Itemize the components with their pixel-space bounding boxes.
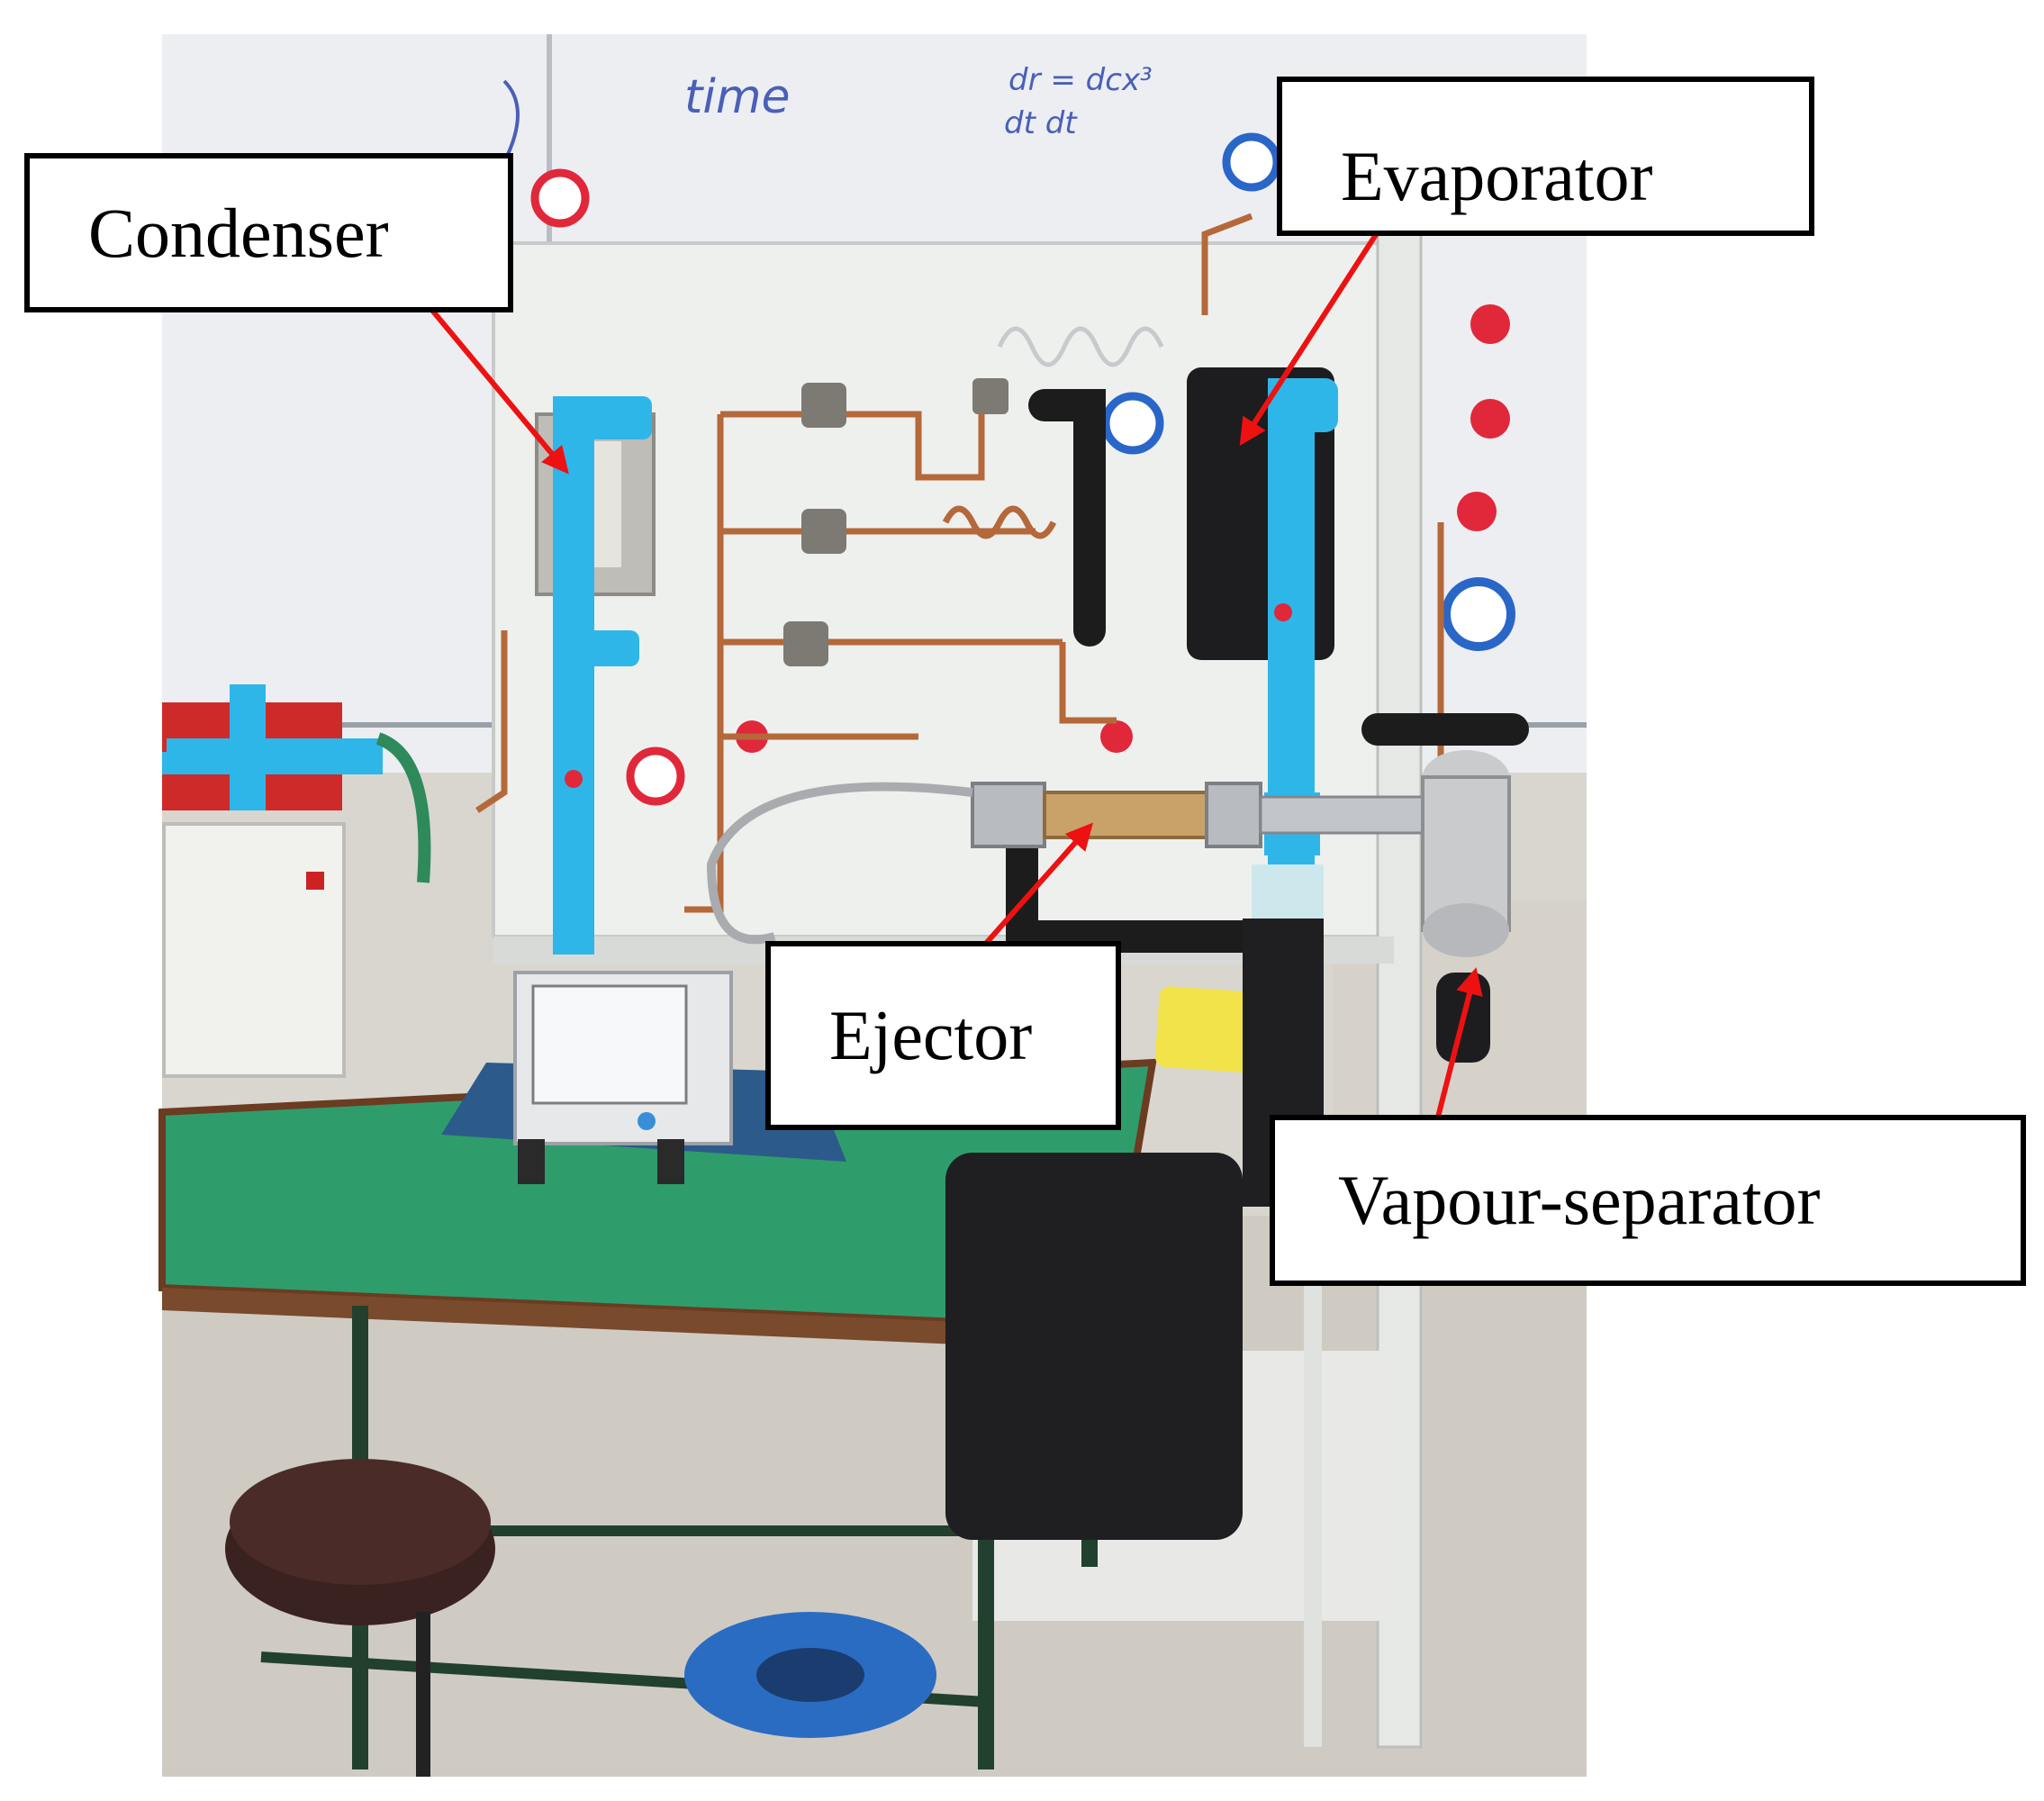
condenser-label-text: Condenser bbox=[88, 193, 389, 272]
ejector-label: Ejector bbox=[765, 941, 1121, 1130]
vapour-separator-label: Vapour-separator bbox=[1270, 1115, 2026, 1286]
vapour-separator-label-text: Vapour-separator bbox=[1338, 1161, 1821, 1239]
whiteboard-time: time bbox=[684, 70, 790, 124]
condenser-label: Condenser bbox=[24, 153, 513, 312]
gauges bbox=[530, 132, 1515, 806]
ejector-label-text: Ejector bbox=[829, 996, 1033, 1074]
evaporator-label-text: Evaporator bbox=[1341, 137, 1653, 215]
whiteboard-eq-top: dr = dcx³ bbox=[1008, 62, 1153, 98]
condenser-pvc-column bbox=[553, 396, 652, 955]
evaporator-label: Evaporator bbox=[1277, 77, 1814, 236]
whiteboard-eq-bottom: dt dt bbox=[1004, 105, 1078, 141]
